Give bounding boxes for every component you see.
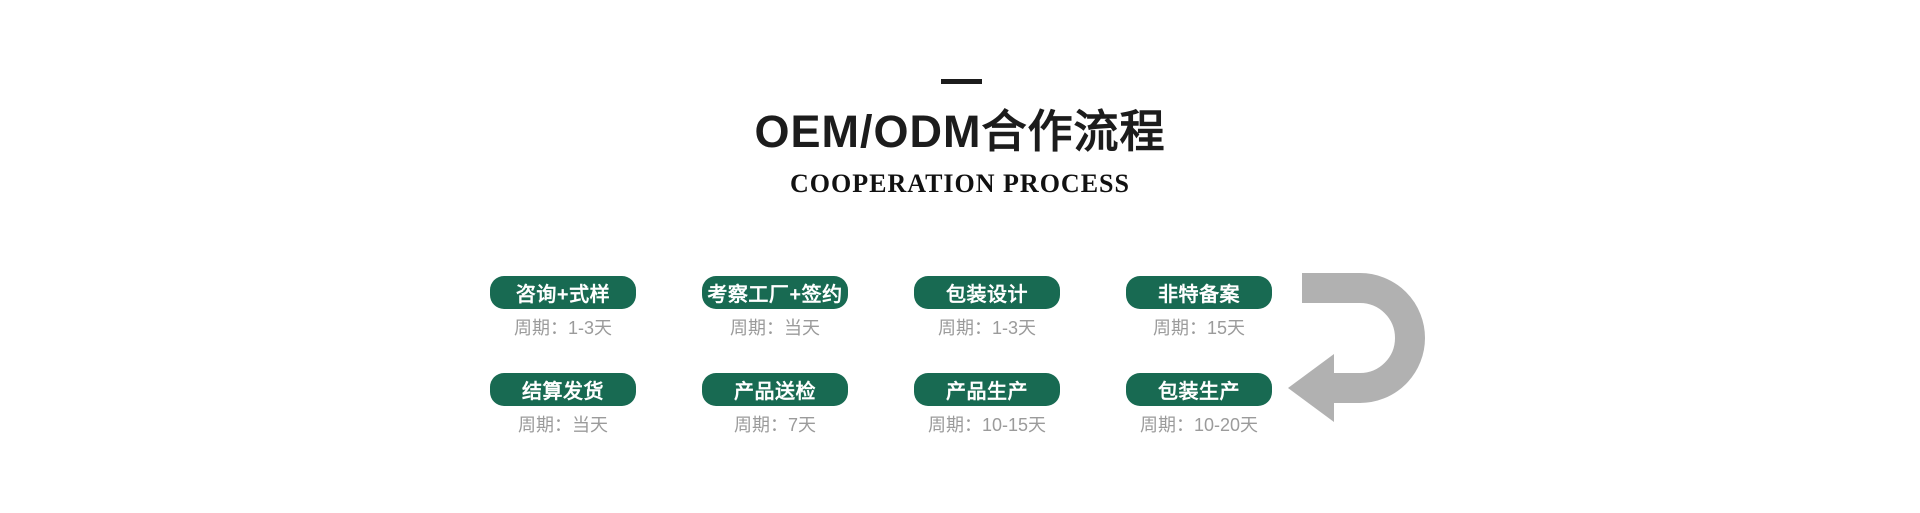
process-step-pill: 考察工厂+签约 [702, 276, 848, 309]
process-step-pill: 产品生产 [914, 373, 1060, 406]
process-step: 结算发货 周期：当天 [490, 373, 636, 436]
process-step-pill: 咨询+式样 [490, 276, 636, 309]
process-step-cycle: 周期：15天 [1152, 318, 1246, 338]
process-step: 咨询+式样 周期：1-3天 [490, 276, 636, 339]
process-step-pill: 包装设计 [914, 276, 1060, 309]
process-step-cycle: 周期：10-20天 [1139, 415, 1259, 435]
process-step-cycle: 周期：7天 [733, 415, 816, 435]
process-step: 产品送检 周期：7天 [702, 373, 848, 436]
u-turn-left-arrow-icon [1288, 272, 1436, 426]
process-steps-grid: 咨询+式样 周期：1-3天 考察工厂+签约 周期：当天 包装设计 周期：1-3天… [490, 276, 1272, 436]
process-step-cycle: 周期：当天 [518, 415, 608, 435]
page-subtitle: COOPERATION PROCESS [790, 169, 1130, 198]
process-step: 产品生产 周期：10-15天 [914, 373, 1060, 436]
process-step-pill: 产品送检 [702, 373, 848, 406]
process-step-pill: 非特备案 [1126, 276, 1272, 309]
process-step: 非特备案 周期：15天 [1126, 276, 1272, 339]
process-step-cycle: 周期：当天 [730, 318, 820, 338]
process-step: 包装设计 周期：1-3天 [914, 276, 1060, 339]
process-step-cycle: 周期：1-3天 [513, 318, 612, 338]
title-divider [941, 79, 982, 84]
page-title: OEM/ODM合作流程 [754, 106, 1166, 157]
process-step: 考察工厂+签约 周期：当天 [702, 276, 848, 339]
process-step-cycle: 周期：1-3天 [937, 318, 1036, 338]
process-step-pill: 包装生产 [1126, 373, 1272, 406]
process-step-cycle: 周期：10-15天 [927, 415, 1047, 435]
process-step-pill: 结算发货 [490, 373, 636, 406]
process-step: 包装生产 周期：10-20天 [1126, 373, 1272, 436]
